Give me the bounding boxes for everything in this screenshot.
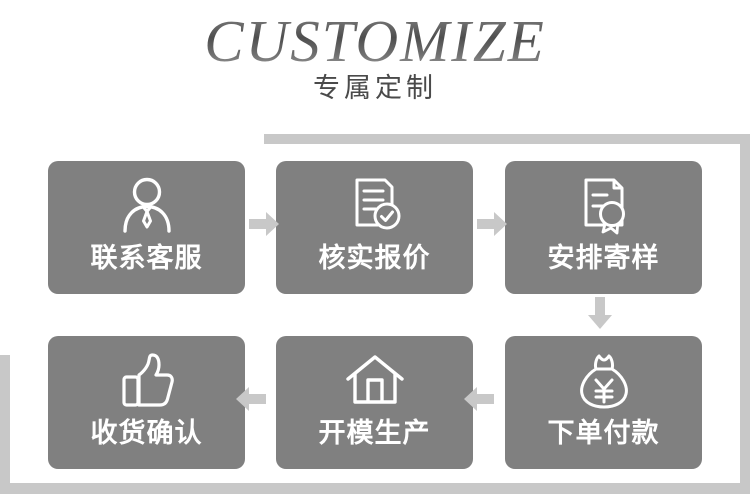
document-award-seal-icon bbox=[505, 175, 702, 237]
step-label: 安排寄样 bbox=[547, 243, 660, 274]
step-box-confirm-receipt[interactable]: 收货确认 bbox=[48, 336, 245, 469]
step-label: 下单付款 bbox=[547, 418, 660, 449]
step-label: 联系客服 bbox=[90, 243, 203, 274]
step-box-contact-service[interactable]: 联系客服 bbox=[48, 161, 245, 294]
step-box-arrange-sample[interactable]: 安排寄样 bbox=[505, 161, 702, 294]
arrow-right-icon-step1-step2 bbox=[249, 210, 279, 238]
page-title-english: CUSTOMIZE bbox=[0, 8, 750, 74]
factory-house-icon bbox=[276, 350, 473, 412]
frame-top-bar bbox=[264, 134, 750, 144]
thumbs-up-icon bbox=[48, 350, 245, 412]
arrow-left-icon-step4-step5 bbox=[464, 385, 494, 413]
money-bag-yuan-icon bbox=[505, 350, 702, 412]
frame-bottom-bar bbox=[0, 483, 750, 494]
frame-left-bar bbox=[0, 355, 10, 494]
step-box-place-order-payment[interactable]: 下单付款 bbox=[505, 336, 702, 469]
arrow-right-icon-step2-step3 bbox=[477, 210, 507, 238]
step-box-mold-production[interactable]: 开模生产 bbox=[276, 336, 473, 469]
document-check-icon bbox=[276, 175, 473, 237]
page-header: CUSTOMIZE 专属定制 bbox=[0, 0, 750, 130]
step-label: 核实报价 bbox=[318, 243, 431, 274]
step-label: 开模生产 bbox=[318, 418, 431, 449]
step-label: 收货确认 bbox=[90, 418, 203, 449]
arrow-down-icon-step3-step4 bbox=[586, 297, 614, 329]
frame-right-bar bbox=[740, 134, 750, 483]
arrow-left-icon-step5-step6 bbox=[236, 385, 266, 413]
step-box-verify-quotation[interactable]: 核实报价 bbox=[276, 161, 473, 294]
page-title-chinese: 专属定制 bbox=[313, 73, 437, 104]
customer-service-person-icon bbox=[48, 175, 245, 237]
